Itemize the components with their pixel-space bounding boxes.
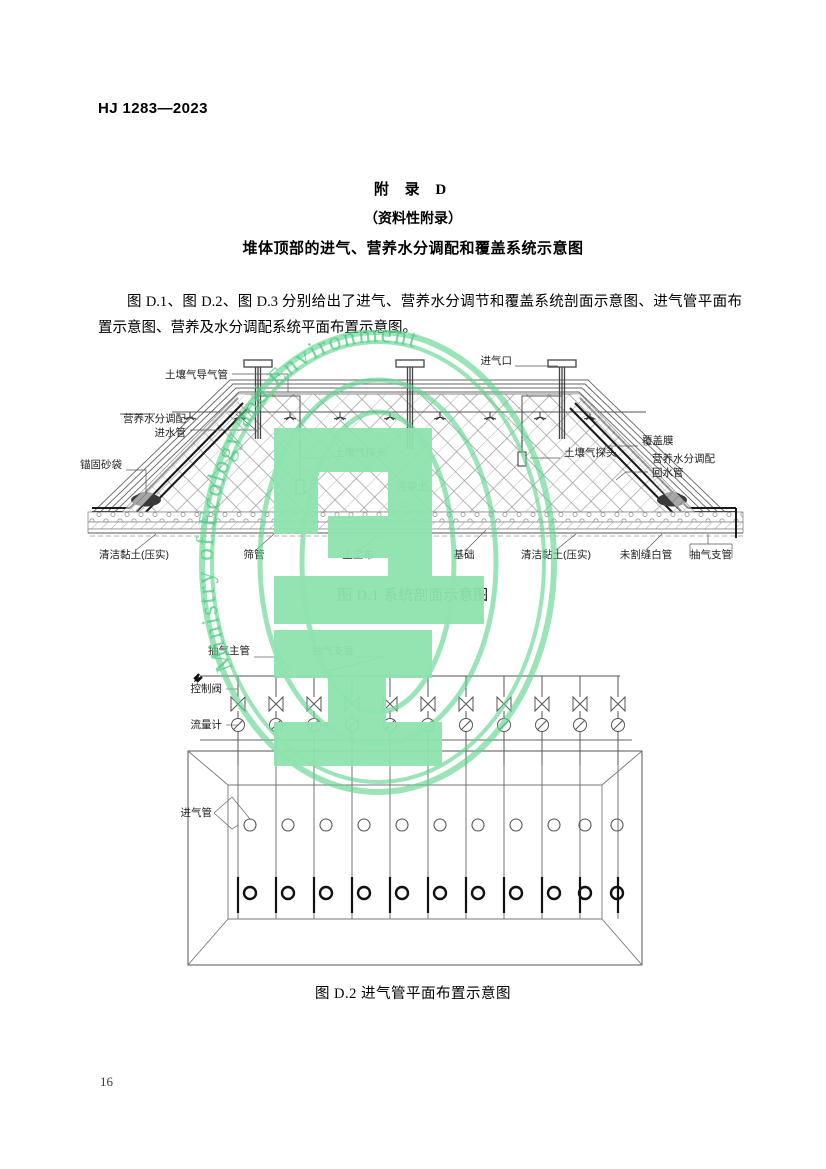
label-contaminated-soil: 污染土 [396,480,428,493]
label-clean-clay-left: 清洁黏土(压实) [99,548,169,561]
label-exhaust-branch-pipe: 抽气支管 [690,548,732,561]
figure-d1-cross-section: 土壤气导气管 营养水分调配 进水管 锚固砂袋 进气口 覆盖膜 营养水分调配 回水… [60,352,770,582]
label-air-inlet-pipe: 进气管 [181,806,213,819]
label-nutrient-inlet-pipe-line1: 营养水分调配 [123,412,186,425]
label-air-inlet: 进气口 [481,354,513,367]
label-flow-meter: 流量计 [191,718,223,731]
label-anchor-sandbag: 锚固砂袋 [80,458,122,471]
label-clean-clay-right: 清洁黏土(压实) [521,548,591,561]
label-exhaust-main-pipe: 抽气主管 [208,645,250,657]
label-nutrient-inlet-pipe-line2: 进水管 [155,426,187,439]
label-foundation: 基础 [454,548,475,561]
figure-d2-plan-layout: 抽气主管 抽气支管 控制阀 流量计 进气管 [180,645,650,970]
label-exhaust-branch-pipe: 抽气支管 [312,645,354,657]
appendix-label: 附 录 D [373,182,453,198]
label-soil-gas-probe-right: 土壤气探头 [564,446,617,459]
figure-d2-caption: 图 D.2 进气管平面布置示意图 [314,986,512,1002]
appendix-title-block: 附 录 D （资料性附录） 堆体顶部的进气、营养水分调配和覆盖系统示意图 [0,178,826,258]
label-nutrient-return-pipe-line1: 营养水分调配 [652,452,715,465]
label-soil-gas-probe-left: 土壤气探头 [334,446,387,459]
body-paragraph: 图 D.1、图 D.2、图 D.3 分别给出了进气、营养水分调节和覆盖系统剖面示… [98,294,742,336]
label-unslotted-white-pipe: 未割缝白管 [620,548,673,561]
standard-code: HJ 1283—2023 [98,100,208,117]
label-control-valve: 控制阀 [191,682,223,695]
running-header: HJ 1283—2023 [98,100,208,118]
label-screen-pipe: 筛管 [244,548,265,561]
appendix-kind: （资料性附录） [364,212,462,227]
label-geotextile: 土工布 [342,548,374,561]
label-cover-membrane: 覆盖膜 [642,434,674,447]
label-nutrient-return-pipe-line2: 回水管 [652,466,684,479]
appendix-name: 堆体顶部的进气、营养水分调配和覆盖系统示意图 [242,241,584,257]
label-soil-gas-vent-pipe: 土壤气导气管 [165,368,228,381]
figure-d1-caption: 图 D.1 系统剖面示意图 [337,588,489,604]
page-number: 16 [100,1074,113,1089]
